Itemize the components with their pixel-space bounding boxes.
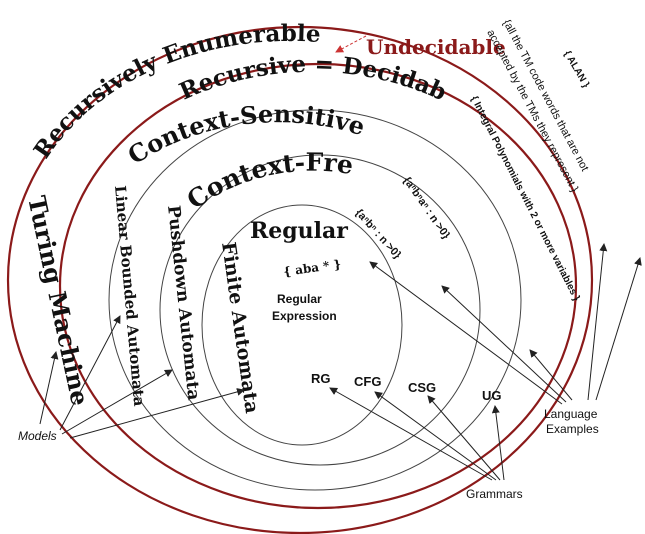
recursive-ring — [58, 62, 578, 510]
regular-expression-line2: Expression — [272, 309, 337, 323]
recursively-enumerable-ring — [6, 25, 594, 534]
grammar-csg: CSG — [408, 380, 436, 395]
undecidable-dashed-arrow — [335, 35, 367, 53]
grammar-rg: RG — [311, 371, 331, 386]
tm-code-words-line1: {all the TM code words that are not — [500, 18, 590, 174]
example-context-free: {aⁿbⁿ : n >0} — [353, 207, 404, 262]
rings — [6, 25, 594, 534]
example-regular: { aba * } — [282, 257, 342, 279]
linear-bounded-automata-label: Linear Bounded Automata — [111, 185, 148, 407]
context-free-ring — [159, 154, 481, 466]
turing-machine-label: Turing Machine — [22, 193, 95, 408]
regular-label: Regular — [250, 218, 348, 244]
finite-automata-label: Finite Automata — [217, 241, 263, 415]
example-arrows — [369, 243, 642, 405]
undecidable-label: Undecidable — [366, 35, 506, 59]
grammar-cfg: CFG — [354, 374, 381, 389]
example-context-sensitive: {aⁿbⁿaⁿ : n >0} — [401, 175, 453, 242]
grammar-ug: UG — [482, 388, 502, 403]
regular-expression-line1: Regular — [277, 292, 322, 306]
example-alan: { ALAN } — [561, 49, 591, 90]
models-caption: Models — [18, 429, 57, 443]
language-examples-caption-line2: Examples — [546, 422, 599, 436]
regular-ring — [201, 204, 403, 446]
language-examples-caption-line1: Language — [544, 407, 598, 421]
model-arrows — [39, 315, 245, 439]
context-sensitive-ring — [108, 109, 522, 491]
grammar-arrows — [329, 387, 505, 481]
grammars-caption: Grammars — [466, 487, 523, 501]
